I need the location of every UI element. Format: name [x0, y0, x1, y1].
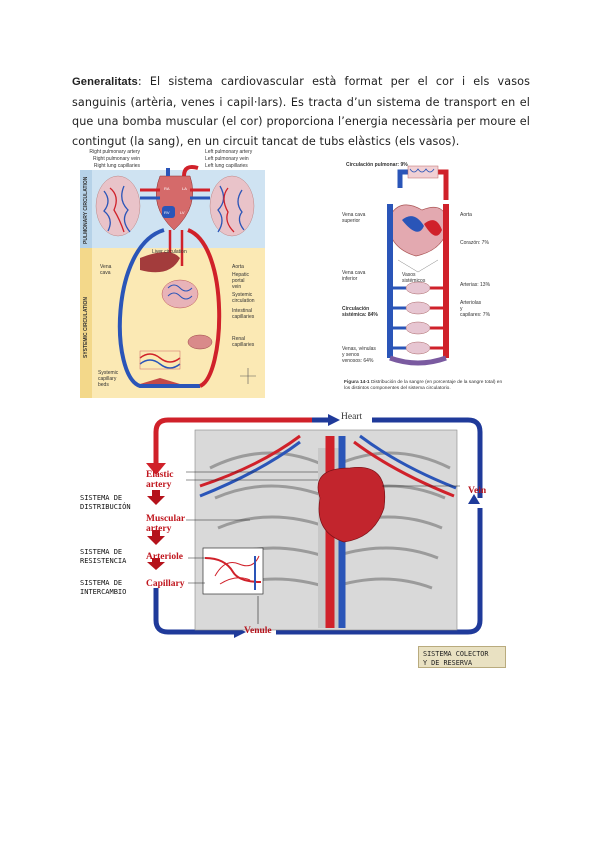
label-renal: Renal capillaries — [232, 336, 255, 348]
rv-label: RV — [164, 210, 170, 215]
figure-circulation-schematic: RV RA LA LV PULMONARY CIRCULATION SYSTEM… — [80, 146, 265, 399]
label-vasos: Vasos sistémicos — [402, 272, 426, 284]
label-heart: Heart — [341, 412, 363, 422]
label-sistema-distribucion: SISTEMA DE DISTRIBUCIÓN — [80, 494, 131, 511]
label-pulmonar: Circulación pulmonar: 9% — [346, 162, 408, 168]
label-right-pulm-artery: Right pulmonary artery — [89, 149, 140, 155]
figure-vessel-hierarchy: Heart Elastic artery Muscular artery Art… — [0, 408, 599, 678]
figure-caption: Figura 14-1 Distribución de la sangre (e… — [344, 380, 504, 392]
label-muscular-artery: Muscular artery — [146, 514, 186, 534]
label-systemic-circ: Systemic circulation — [232, 292, 255, 304]
label-vein: Vein — [468, 486, 487, 496]
label-venas: Venas, vénulas y senos venosos: 64% — [342, 346, 376, 364]
la-label: LA — [182, 186, 187, 191]
label-arteriolas: Arteriolas y capilares: 7% — [460, 300, 491, 318]
label-left-pulm-vein: Left pulmonary vein — [205, 156, 249, 162]
vessel-hierarchy-art — [146, 414, 483, 638]
label-right-pulm-vein: Right pulmonary vein — [93, 156, 140, 162]
label-sistema-intercambio: SISTEMA DE INTERCAMBIO — [80, 579, 127, 596]
label-liver-circ: Liver circulation — [152, 249, 187, 255]
label-intestinal: Intestinal capillaries — [232, 308, 255, 320]
intro-text: : El sistema cardiovascular està format … — [72, 75, 530, 148]
ra-label: RA — [164, 186, 170, 191]
label-arteriole: Arteriole — [146, 552, 183, 562]
circulation-schematic-art: RV RA LA LV — [80, 165, 265, 398]
label-venule: Venule — [244, 626, 272, 636]
label-corazon: Corazón: 7% — [460, 240, 489, 246]
label-aorta-es: Aorta — [460, 212, 472, 218]
label-arterias: Arterias: 13% — [460, 282, 491, 288]
caption-text: Distribución de la sangre (en porcentaje… — [344, 380, 503, 391]
intro-term: Generalitats — [72, 76, 138, 88]
caption-bold: Figura 14-1 — [344, 380, 370, 385]
pulmonary-band-label: PULMONARY CIRCULATION — [83, 176, 89, 244]
label-hepatic-portal: Hepatic portal vein — [232, 272, 249, 290]
label-left-pulm-artery: Left pulmonary artery — [205, 149, 253, 155]
label-left-lung-caps: Left lung capillaries — [205, 163, 248, 169]
label-vena-cava: Vena cava — [100, 264, 112, 276]
systemic-band-label: SYSTEMIC CIRCULATION — [83, 296, 89, 358]
label-sistema-resistencia: SISTEMA DE RESISTENCIA — [80, 548, 127, 565]
blood-distribution-art — [387, 165, 449, 366]
label-aorta: Aorta — [232, 264, 244, 270]
label-sistema-colector: SISTEMA COLECTOR Y DE RESERVA — [418, 646, 506, 668]
label-capillary: Capillary — [146, 579, 185, 589]
intro-paragraph: Generalitats: El sistema cardiovascular … — [72, 72, 530, 151]
label-elastic-artery: Elastic artery — [146, 470, 174, 490]
label-sistemica: Circulación sistémica: 84% — [342, 306, 378, 318]
lv-label: LV — [180, 210, 185, 215]
label-right-lung-caps: Right lung capillaries — [93, 163, 140, 169]
label-systemic-beds: Systemic capillary beds — [98, 370, 119, 388]
figure-blood-distribution: Circulación pulmonar: 9% Vena cava super… — [338, 160, 510, 400]
label-vena-sup: Vena cava superior — [342, 212, 366, 224]
label-vena-inf: Vena cava inferior — [342, 270, 366, 282]
